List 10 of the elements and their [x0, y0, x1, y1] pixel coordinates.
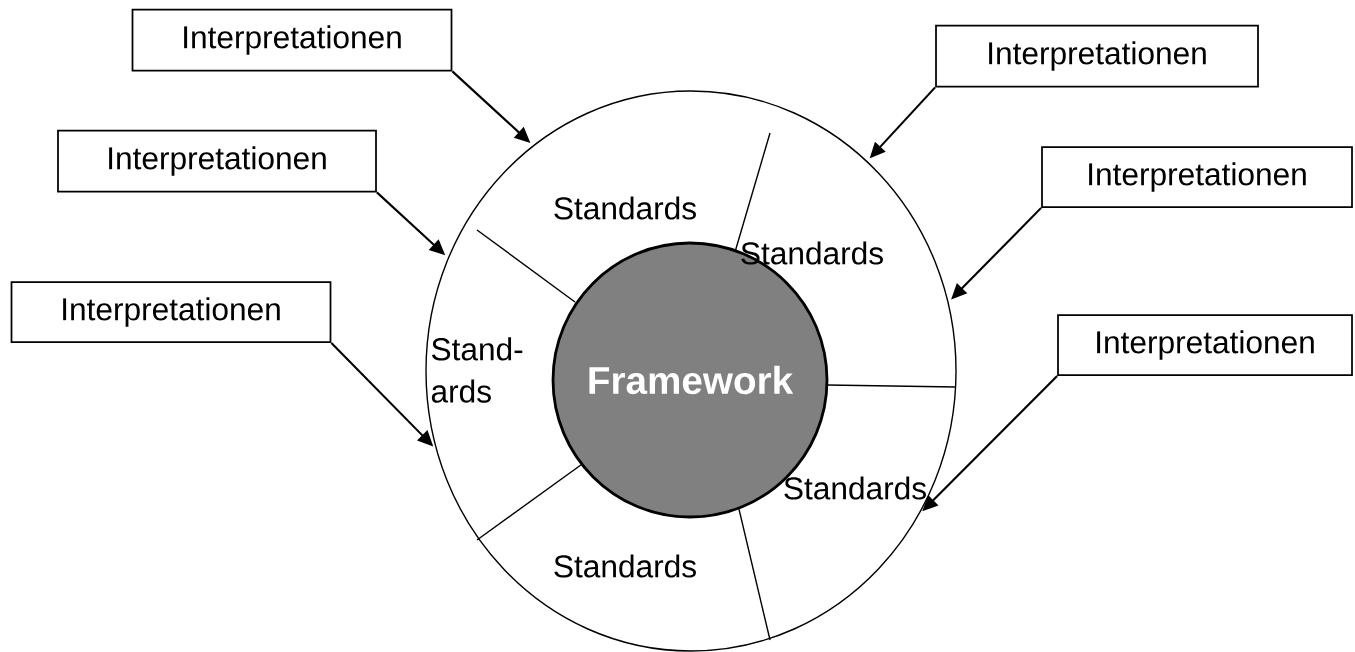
- segment-label: Standards: [554, 554, 696, 578]
- segment-label: Stand- ards: [431, 337, 523, 403]
- text-box: Interpretationen: [1057, 314, 1353, 376]
- text-box: Interpretationen: [10, 281, 332, 343]
- text-box: Interpretationen: [1041, 146, 1353, 208]
- outer-ring: [425, 90, 957, 652]
- text-box: Interpretationen: [57, 129, 377, 193]
- text-box: Interpretationen: [935, 24, 1259, 88]
- text-box: Interpretationen: [131, 8, 453, 72]
- segment-label: Standards: [554, 196, 696, 220]
